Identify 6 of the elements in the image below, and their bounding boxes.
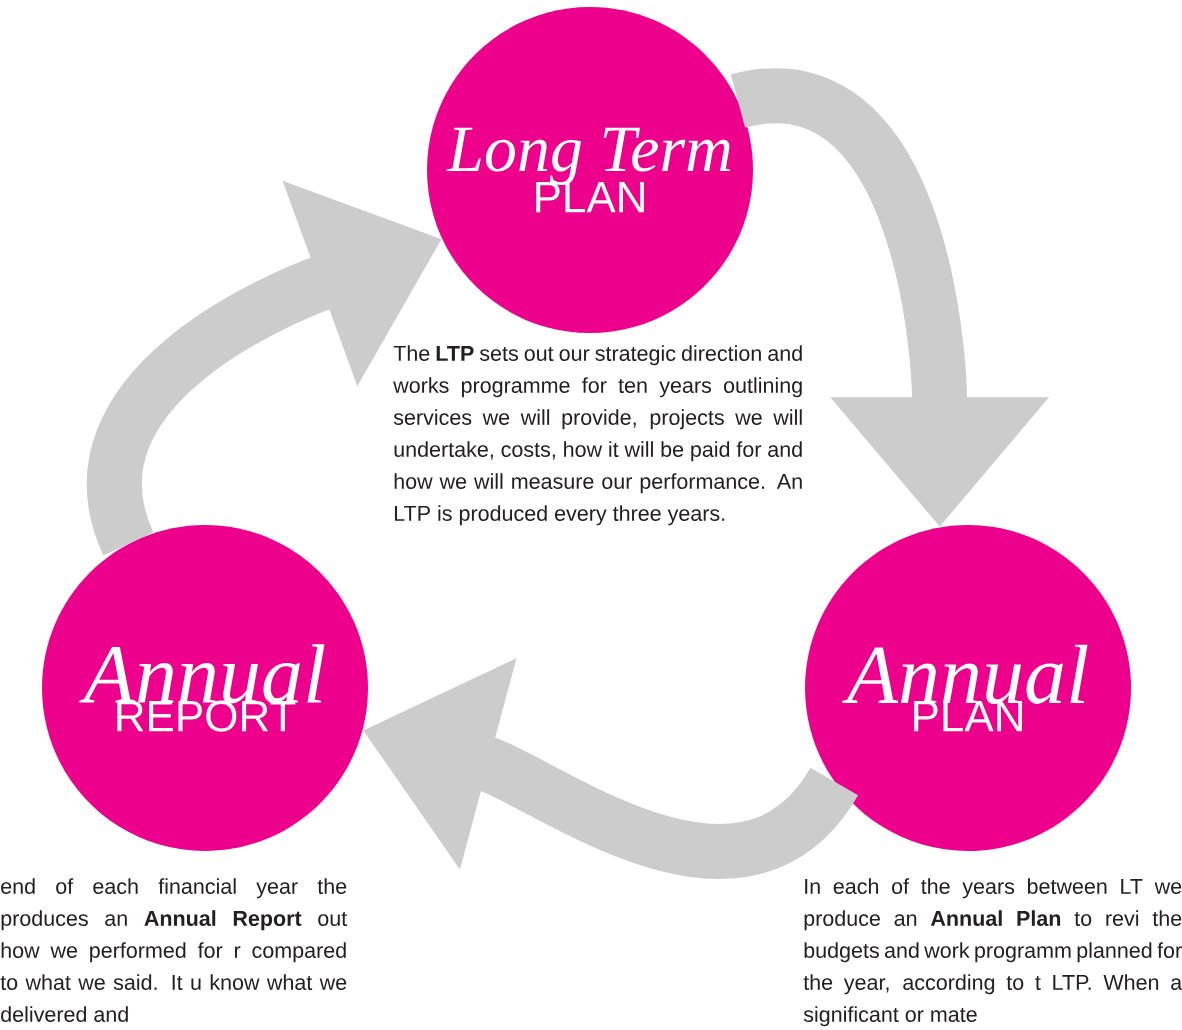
description-text: The LTP sets out our strategic direction and works programme for ten years outlining services we will provide, projects we will undertake, costs, how it will be paid for and how we will measure our performance. An LTP is produced every three years.	[393, 345, 802, 526]
circle-badge: Long Term PLAN	[427, 7, 753, 333]
description-text: In each of the years between LT we produce an Annual Plan to revi the budgets and work programm planned for the year, according to t LTP. When a significant or mate	[803, 878, 1182, 1027]
circle-badge: Annual REPORT	[42, 525, 368, 851]
description-text: end of each financial year the produces an Annual Report out how we performed for r compared to what we said. It u know what we delivered and	[0, 878, 348, 1022]
circle-badge: Annual PLAN	[805, 525, 1131, 851]
